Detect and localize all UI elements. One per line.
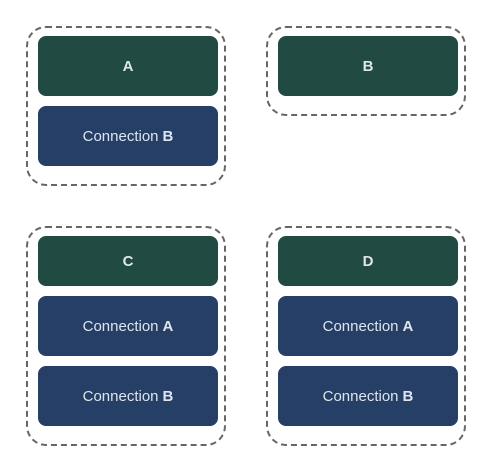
node-a-label: A xyxy=(122,57,134,75)
connection-target: B xyxy=(162,127,174,145)
node-b-label: B xyxy=(362,57,374,75)
node-a[interactable]: A xyxy=(38,36,218,96)
group-d: D Connection A Connection B xyxy=(266,226,466,446)
connection-prefix: Connection xyxy=(82,387,159,405)
connection-a-b[interactable]: Connection B xyxy=(38,106,218,166)
group-b: B xyxy=(266,26,466,116)
node-d[interactable]: D xyxy=(278,236,458,286)
connection-prefix: Connection xyxy=(322,387,399,405)
group-c: C Connection A Connection B xyxy=(26,226,226,446)
connection-c-b[interactable]: Connection B xyxy=(38,366,218,426)
group-a: A Connection B xyxy=(26,26,226,186)
connection-target: B xyxy=(162,387,174,405)
node-c-label: C xyxy=(122,252,134,270)
connection-c-a[interactable]: Connection A xyxy=(38,296,218,356)
connection-prefix: Connection xyxy=(82,317,159,335)
node-c[interactable]: C xyxy=(38,236,218,286)
node-d-label: D xyxy=(362,252,374,270)
connection-target: A xyxy=(162,317,174,335)
connection-prefix: Connection xyxy=(82,127,159,145)
connection-d-b[interactable]: Connection B xyxy=(278,366,458,426)
connection-target: A xyxy=(402,317,414,335)
node-b[interactable]: B xyxy=(278,36,458,96)
connection-d-a[interactable]: Connection A xyxy=(278,296,458,356)
connection-prefix: Connection xyxy=(322,317,399,335)
connection-target: B xyxy=(402,387,414,405)
